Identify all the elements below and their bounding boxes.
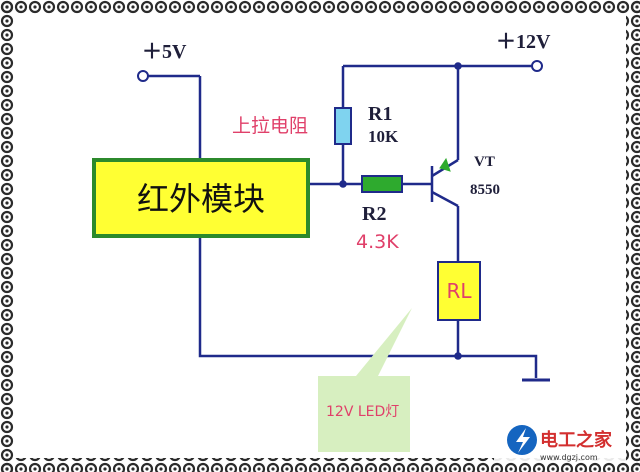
transistor-model: 8550	[470, 182, 500, 198]
lightning-bolt-icon	[507, 425, 537, 455]
terminal-5v	[137, 70, 149, 82]
terminal-12v	[531, 60, 543, 72]
supply-5v-label: ＋5V	[142, 41, 187, 63]
relay-label: RL	[446, 279, 472, 303]
junction-ground-rail	[454, 352, 462, 360]
junction-emitter-rail	[454, 62, 462, 70]
resistor-r1	[334, 107, 352, 145]
transistor-name: VT	[474, 154, 495, 170]
supply-12v-label: ＋12V	[496, 31, 551, 53]
watermark-site-name: 电工之家	[540, 429, 613, 451]
wires	[148, 64, 538, 378]
relay-rl: RL	[437, 261, 481, 321]
r1-name: R1	[368, 103, 392, 125]
r1-note: 上拉电阻	[232, 115, 308, 137]
wire-module-ground	[198, 236, 538, 378]
callout-text: 12V LED灯	[326, 404, 399, 420]
junction-r1-r2	[339, 180, 347, 188]
watermark: 电工之家 www.dgzj.com	[494, 418, 626, 462]
resistor-r2	[361, 175, 403, 193]
r2-name: R2	[362, 203, 386, 225]
junction-dots	[339, 62, 462, 360]
led-callout: 12V LED灯	[318, 308, 412, 452]
watermark-url: www.dgzj.com	[540, 453, 598, 462]
r2-value: 4.3K	[356, 231, 399, 253]
module-label: 红外模块	[137, 180, 265, 218]
r1-value: 10K	[368, 127, 399, 146]
infrared-module: 红外模块	[92, 158, 310, 238]
transistor-vt	[430, 157, 459, 208]
